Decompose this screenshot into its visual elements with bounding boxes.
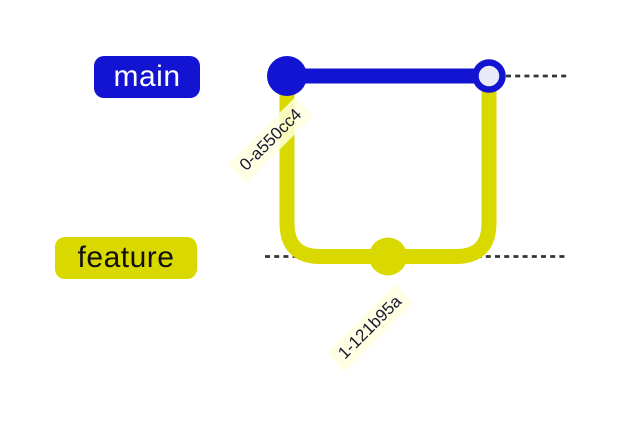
merge-commit-ring bbox=[472, 59, 506, 93]
branch-label-feature: feature bbox=[55, 237, 197, 279]
commit-dot-second bbox=[369, 237, 407, 276]
branch-label-main: main bbox=[94, 56, 200, 98]
commit-dot-first bbox=[267, 56, 307, 96]
feature-branch-path bbox=[279, 76, 497, 264]
